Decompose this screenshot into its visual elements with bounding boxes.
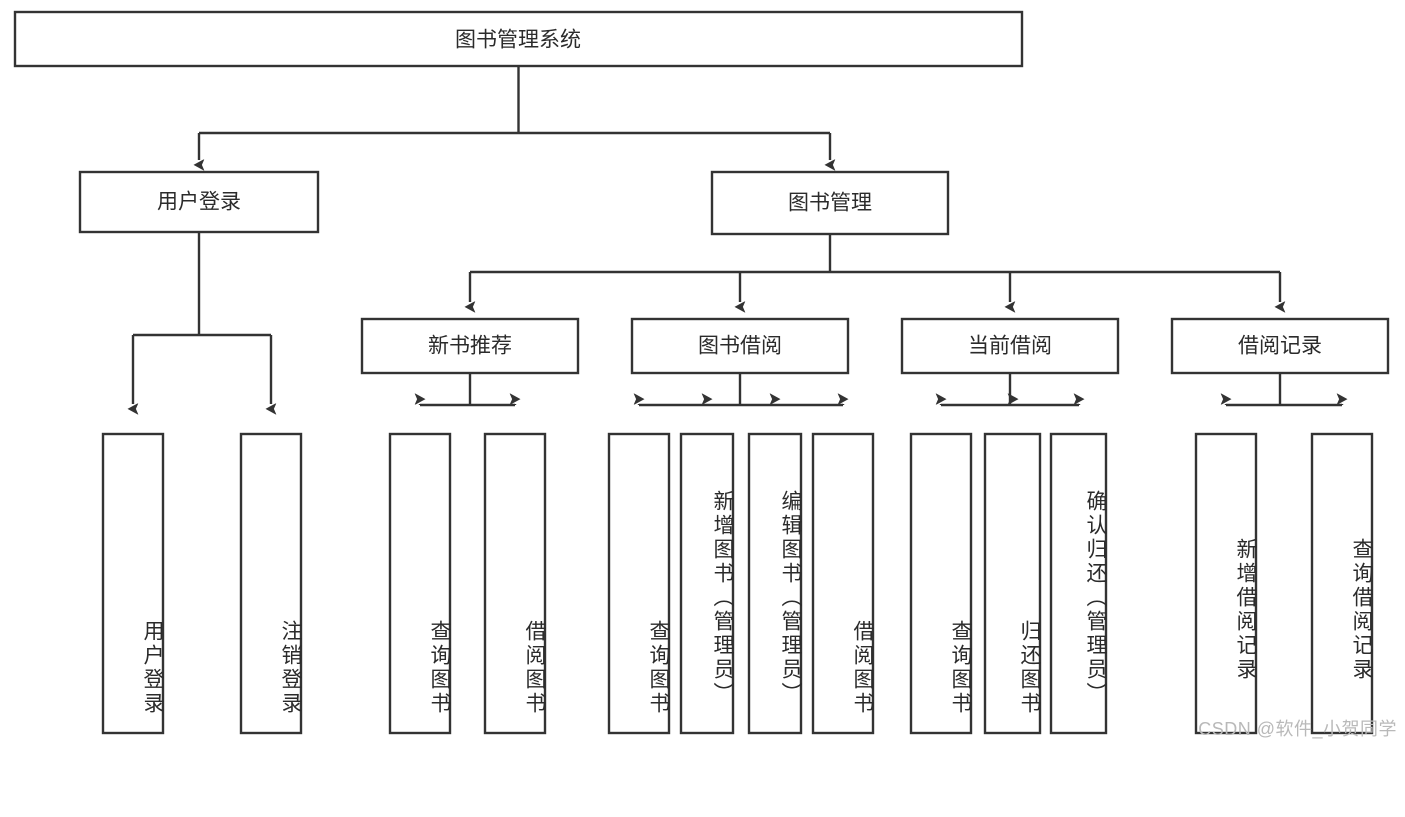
connector-root-to-level1 <box>199 66 830 160</box>
leaf-box-bookborrow-4[interactable] <box>811 432 875 735</box>
node-new-book-recommend[interactable]: 新书推荐 <box>360 317 580 375</box>
node-root-label: 图书管理系统 <box>455 29 581 52</box>
connector-currentborrow-to-leaves <box>941 373 1079 407</box>
diagram-svg: 图书管理系统 用户登录 图书管理 新书推荐 图书借阅 当前借阅 借阅记录 <box>13 10 1390 735</box>
connector-userlogin-to-leaves <box>133 232 271 404</box>
node-borrow-record-box[interactable] <box>1170 317 1390 375</box>
node-book-borrow-label: 图书借阅 <box>698 335 782 358</box>
node-current-borrow[interactable]: 当前借阅 <box>900 317 1120 375</box>
diagram-canvas: 图书管理系统 用户登录 图书管理 新书推荐 图书借阅 当前借阅 借阅记录 <box>13 10 1397 739</box>
node-current-borrow-box[interactable] <box>900 317 1120 375</box>
node-current-borrow-label: 当前借阅 <box>968 335 1052 358</box>
leaf-box-bookborrow-1[interactable] <box>607 432 671 735</box>
node-new-book-recommend-box[interactable] <box>360 317 580 375</box>
leaf-box-borrowrecord-1[interactable] <box>1194 432 1258 735</box>
leaf-box-user-login-1[interactable] <box>101 432 165 735</box>
node-user-login-label: 用户登录 <box>157 191 241 214</box>
node-book-management[interactable]: 图书管理 <box>710 170 950 236</box>
connector-newbook-to-leaves <box>420 373 515 407</box>
leaf-box-currentborrow-1[interactable] <box>909 432 973 735</box>
node-book-borrow-box[interactable] <box>630 317 850 375</box>
leaf-box-currentborrow-3[interactable] <box>1049 432 1108 735</box>
node-user-login-box[interactable] <box>78 170 320 234</box>
node-book-borrow[interactable]: 图书借阅 <box>630 317 850 375</box>
leaf-box-newbook-1[interactable] <box>388 432 452 735</box>
node-book-management-label: 图书管理 <box>788 192 872 215</box>
node-root-system[interactable]: 图书管理系统 <box>13 10 1024 68</box>
node-borrow-record[interactable]: 借阅记录 <box>1170 317 1390 375</box>
leaf-box-user-login-2[interactable] <box>239 432 303 735</box>
connector-bookborrow-to-leaves <box>639 373 843 407</box>
leaf-box-bookborrow-2[interactable] <box>679 432 735 735</box>
leaf-box-newbook-2[interactable] <box>483 432 547 735</box>
leaf-box-bookborrow-3[interactable] <box>747 432 803 735</box>
node-user-login[interactable]: 用户登录 <box>78 170 320 234</box>
node-root-box[interactable] <box>13 10 1024 68</box>
connector-bookmgmt-to-level2 <box>470 234 1280 302</box>
csdn-watermark: CSDN @软件_小贺同学 <box>1198 719 1397 739</box>
connector-borrowrecord-to-leaves <box>1226 373 1342 407</box>
node-book-management-box[interactable] <box>710 170 950 236</box>
leaf-box-currentborrow-2[interactable] <box>983 432 1042 735</box>
leaf-box-borrowrecord-2[interactable] <box>1310 432 1374 735</box>
node-borrow-record-label: 借阅记录 <box>1238 335 1322 358</box>
node-new-book-recommend-label: 新书推荐 <box>428 335 512 358</box>
